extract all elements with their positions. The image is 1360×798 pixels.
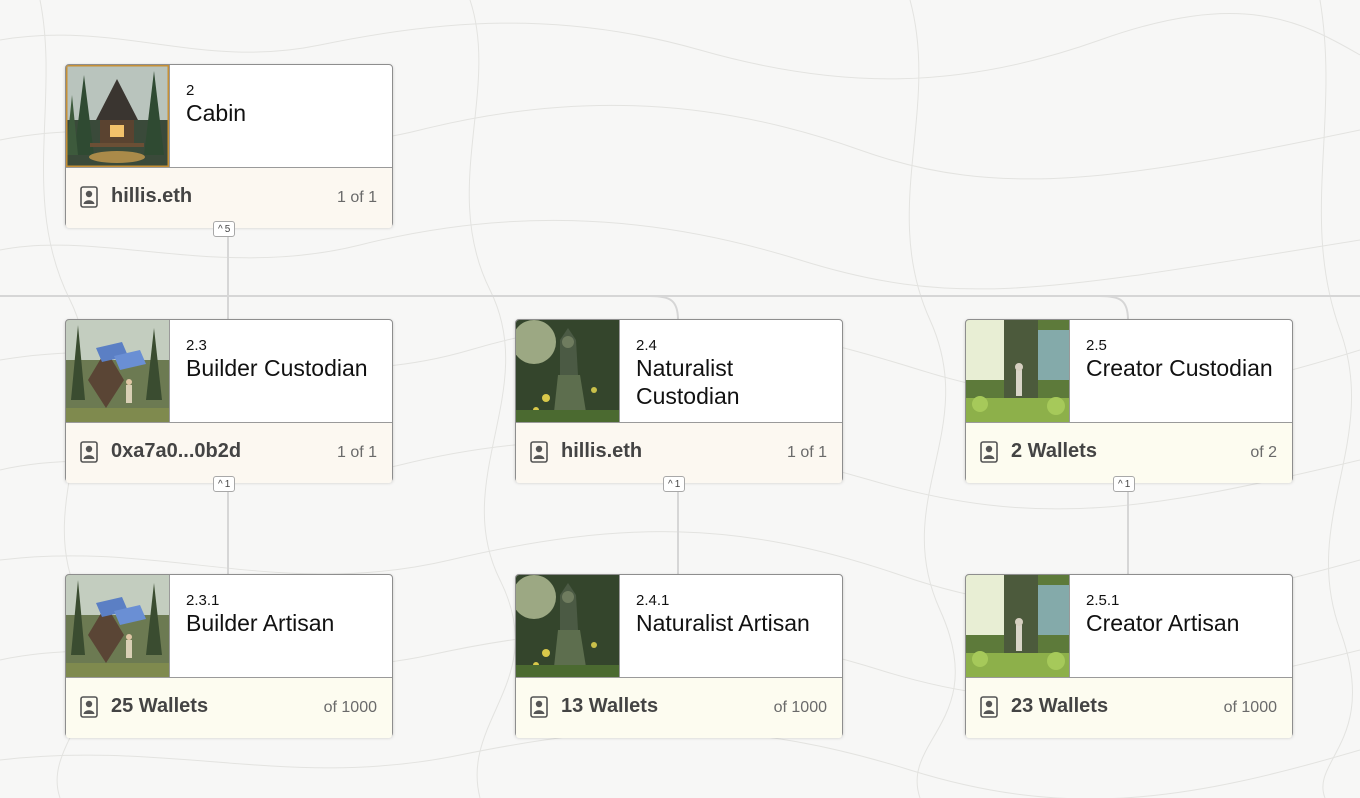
node-header: 2.4 Naturalist Custodian (516, 320, 842, 423)
user-badge-icon (80, 696, 98, 718)
connector-to-2-4 (649, 295, 679, 321)
chevron-up-icon: ^ (218, 479, 223, 490)
node-number: 2.5 (1086, 337, 1107, 354)
node-owner-panel[interactable]: 25 Wallets of 1000 (66, 678, 392, 738)
node-title: Cabin (186, 100, 247, 126)
user-badge-icon (530, 441, 548, 463)
cabin-image (66, 65, 170, 167)
node-number: 2.5.1 (1086, 592, 1120, 609)
edition-count: 1 of 1 (786, 444, 827, 461)
node-header: 2.4.1 Naturalist Artisan (516, 575, 842, 678)
edition-count: 1 of 1 (336, 444, 377, 461)
chevron-up-icon: ^ (218, 224, 223, 235)
node-title: Creator Custodian (1086, 355, 1273, 381)
children-count: 5 (224, 224, 231, 235)
node-number: 2.4.1 (636, 592, 670, 609)
connector-to-2-5 (1099, 295, 1129, 321)
node-owner-panel[interactable]: 0xa7a0...0b2d 1 of 1 (66, 423, 392, 483)
node-header: 2.5.1 Creator Artisan (966, 575, 1292, 678)
node-card-2-3-1[interactable]: 2.3.1 Builder Artisan 25 Wallets of 1000 (65, 574, 393, 738)
node-card-2-3[interactable]: 2.3 Builder Custodian 0xa7a0...0b2d 1 of… (65, 319, 393, 483)
creator-image (966, 320, 1070, 422)
node-owner-panel[interactable]: 2 Wallets of 2 (966, 423, 1292, 483)
node-title: Builder Artisan (186, 610, 335, 636)
node-owner-panel[interactable]: 23 Wallets of 1000 (966, 678, 1292, 738)
naturalist-image (516, 575, 620, 677)
node-card-2-5-1[interactable]: 2.5.1 Creator Artisan 23 Wallets of 1000 (965, 574, 1293, 738)
node-header: 2 Cabin (66, 65, 392, 168)
chevron-up-icon: ^ (1118, 479, 1123, 490)
edition-count: of 2 (1250, 444, 1277, 461)
user-badge-icon (530, 696, 548, 718)
node-number: 2.3 (186, 337, 207, 354)
node-card-2-4-1[interactable]: 2.4.1 Naturalist Artisan 13 Wallets of 1… (515, 574, 843, 738)
node-header: 2.3.1 Builder Artisan (66, 575, 392, 678)
node-title: Naturalist Custodian (636, 355, 740, 409)
builder-image (66, 320, 170, 422)
node-title: Builder Custodian (186, 355, 368, 381)
expand-children-button[interactable]: ^1 (213, 476, 236, 492)
node-owner-panel[interactable]: 13 Wallets of 1000 (516, 678, 842, 738)
creator-image (966, 575, 1070, 677)
builder-image (66, 575, 170, 677)
owner-name[interactable]: hillis.eth (561, 440, 643, 462)
wallets-count[interactable]: 13 Wallets (561, 695, 659, 717)
user-badge-icon (80, 186, 98, 208)
edition-count: of 1000 (323, 699, 377, 716)
user-badge-icon (980, 441, 998, 463)
node-owner-panel[interactable]: hillis.eth 1 of 1 (516, 423, 842, 483)
edition-count: of 1000 (773, 699, 827, 716)
chevron-up-icon: ^ (668, 479, 673, 490)
node-title: Naturalist Artisan (636, 610, 810, 636)
node-owner-panel[interactable]: hillis.eth 1 of 1 (66, 168, 392, 228)
wallets-count[interactable]: 23 Wallets (1011, 695, 1109, 717)
node-number: 2.3.1 (186, 592, 220, 609)
user-badge-icon (80, 441, 98, 463)
edition-count: of 1000 (1223, 699, 1277, 716)
wallets-count[interactable]: 2 Wallets (1011, 440, 1097, 462)
children-count: 1 (674, 479, 681, 490)
expand-children-button[interactable]: ^1 (663, 476, 686, 492)
naturalist-image (516, 320, 620, 422)
node-number: 2.4 (636, 337, 657, 354)
children-count: 1 (1124, 479, 1131, 490)
expand-children-button[interactable]: ^5 (213, 221, 236, 237)
node-card-2-5[interactable]: 2.5 Creator Custodian 2 Wallets of 2 (965, 319, 1293, 483)
expand-children-button[interactable]: ^1 (1113, 476, 1136, 492)
wallets-count[interactable]: 25 Wallets (111, 695, 209, 717)
node-card-2-4[interactable]: 2.4 Naturalist Custodian hillis.eth 1 of… (515, 319, 843, 483)
children-count: 1 (224, 479, 231, 490)
node-title: Creator Artisan (1086, 610, 1240, 636)
edition-count: 1 of 1 (336, 189, 377, 206)
user-badge-icon (980, 696, 998, 718)
owner-name[interactable]: hillis.eth (111, 185, 193, 207)
node-header: 2.5 Creator Custodian (966, 320, 1292, 423)
node-number: 2 (186, 82, 195, 99)
owner-address[interactable]: 0xa7a0...0b2d (111, 440, 242, 462)
node-card-2[interactable]: 2 Cabin hillis.eth 1 of 1 (65, 64, 393, 228)
node-header: 2.3 Builder Custodian (66, 320, 392, 423)
